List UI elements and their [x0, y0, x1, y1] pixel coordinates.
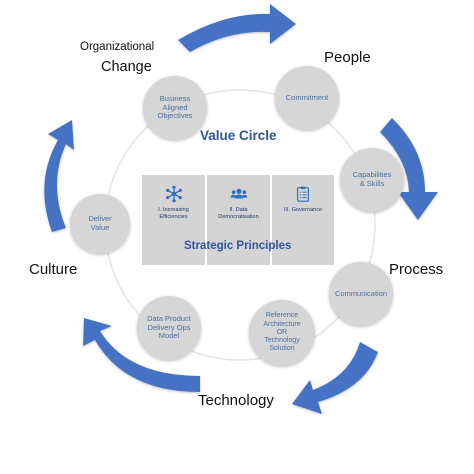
principle-label-1: I. Increasing Efficiencies: [158, 207, 189, 220]
node-reference-architecture: Reference Architecture OR Technology Sol…: [249, 300, 315, 366]
node-data-product: Data Product Delivery Ops Model: [137, 296, 201, 360]
node-business-aligned: Business Aligned Objectives: [143, 76, 207, 140]
label-organizational: Organizational: [80, 41, 155, 53]
principle-label-2: II. Data Democratisation: [218, 207, 259, 220]
network-hub-icon: [165, 185, 182, 203]
label-technology: Technology: [198, 392, 274, 409]
label-culture: Culture: [29, 261, 78, 278]
principles-title: Strategic Principles: [184, 240, 292, 252]
clipboard-checklist-icon: [297, 186, 309, 202]
label-process: Process: [389, 261, 444, 278]
center-title: Value Circle: [200, 128, 277, 143]
node-capabilities-skills: Capabilities & Skills: [340, 148, 404, 212]
principle-tile-1: I. Increasing Efficiencies: [142, 175, 205, 265]
node-deliver-value: Deliver Value: [70, 194, 130, 254]
arrow-left: [44, 120, 74, 232]
node-commitment: Commitment: [275, 66, 339, 130]
node-communication: Communication: [329, 262, 393, 326]
label-change: Change: [101, 59, 152, 75]
principle-label-3: III. Governance: [283, 207, 323, 213]
arrow-top: [178, 4, 296, 52]
arrow-bottom: [292, 342, 378, 414]
arrow-bottom-left: [83, 318, 200, 392]
arrow-right: [380, 118, 438, 220]
principle-tile-3: III. Governance: [272, 175, 334, 265]
label-people: People: [324, 49, 371, 66]
principle-tile-2: II. Data Democratisation: [207, 175, 270, 265]
people-group-icon: [230, 188, 247, 199]
